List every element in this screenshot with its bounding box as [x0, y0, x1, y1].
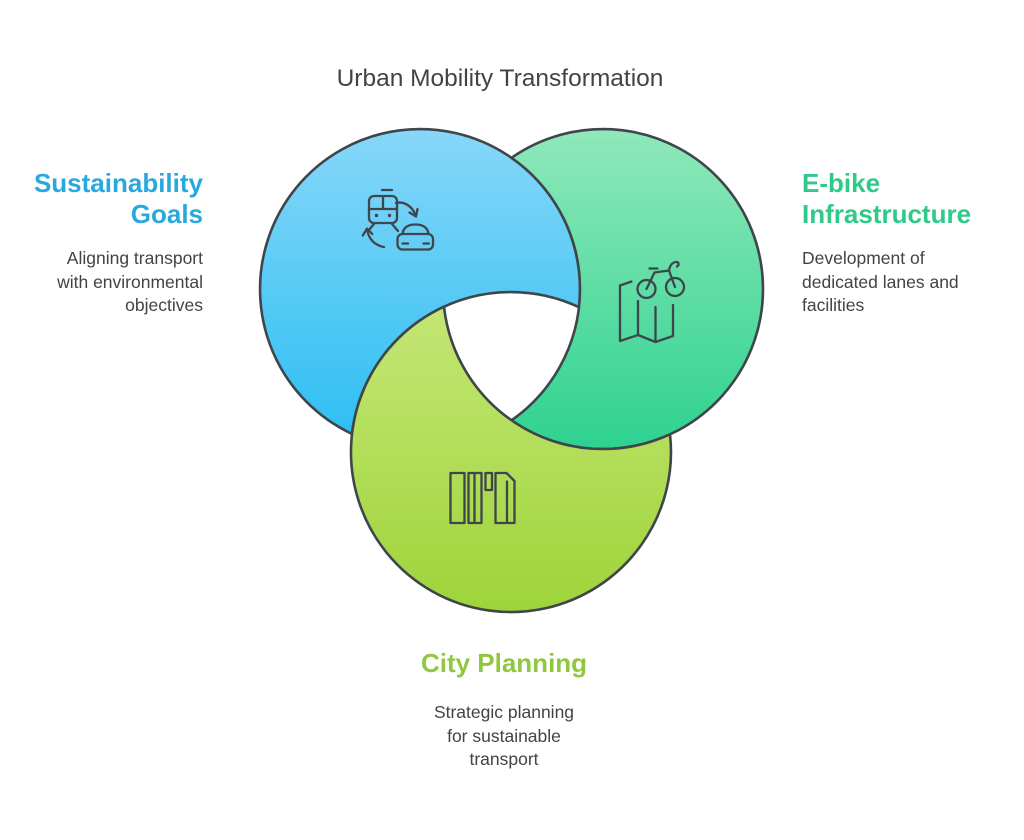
- page-title: Urban Mobility Transformation: [336, 65, 664, 92]
- sustainability-heading-line1: Sustainability: [33, 168, 203, 198]
- sustainability-heading: Sustainability Goals: [34, 168, 203, 230]
- sustainability-desc-line3: objectives: [125, 295, 203, 315]
- city-planning-circle: [349, 305, 673, 614]
- ebike-desc-line1: Development of: [802, 248, 925, 268]
- sustainability-heading-line2: Goals: [130, 199, 203, 229]
- ebike-heading-line2: Infrastructure: [802, 199, 972, 229]
- sustainability-desc-line1: Aligning transport: [66, 248, 203, 268]
- city-desc-line1: Strategic planning: [433, 702, 575, 722]
- sustainability-label-block: Sustainability Goals Aligning transport …: [34, 168, 203, 318]
- ebike-desc-line2: dedicated lanes and: [802, 271, 959, 292]
- city-buildings-icon: [449, 471, 516, 525]
- ebike-heading: E-bike Infrastructure: [802, 168, 971, 230]
- city-planning-label-block: City Planning Strategic planning for sus…: [421, 648, 587, 772]
- sustainability-description: Aligning transport with environmental ob…: [34, 247, 203, 318]
- ebike-desc-line3: facilities: [802, 295, 865, 315]
- venn-petals: [258, 127, 765, 614]
- ebike-heading-line1: E-bike: [802, 168, 881, 198]
- train-car-swap-icon: [361, 188, 435, 251]
- city-planning-heading-line1: City Planning: [420, 648, 588, 678]
- ebike-description: Development of dedicated lanes and facil…: [802, 247, 971, 318]
- ebike-label-block: E-bike Infrastructure Development of ded…: [802, 168, 971, 318]
- city-desc-line2: for sustainable: [447, 725, 561, 746]
- city-planning-heading: City Planning: [421, 648, 587, 679]
- sustainability-desc-line2: with environmental: [57, 271, 203, 292]
- bike-map-icon: [618, 260, 686, 344]
- city-planning-description: Strategic planning for sustainable trans…: [421, 701, 587, 772]
- city-desc-line3: transport: [469, 749, 539, 769]
